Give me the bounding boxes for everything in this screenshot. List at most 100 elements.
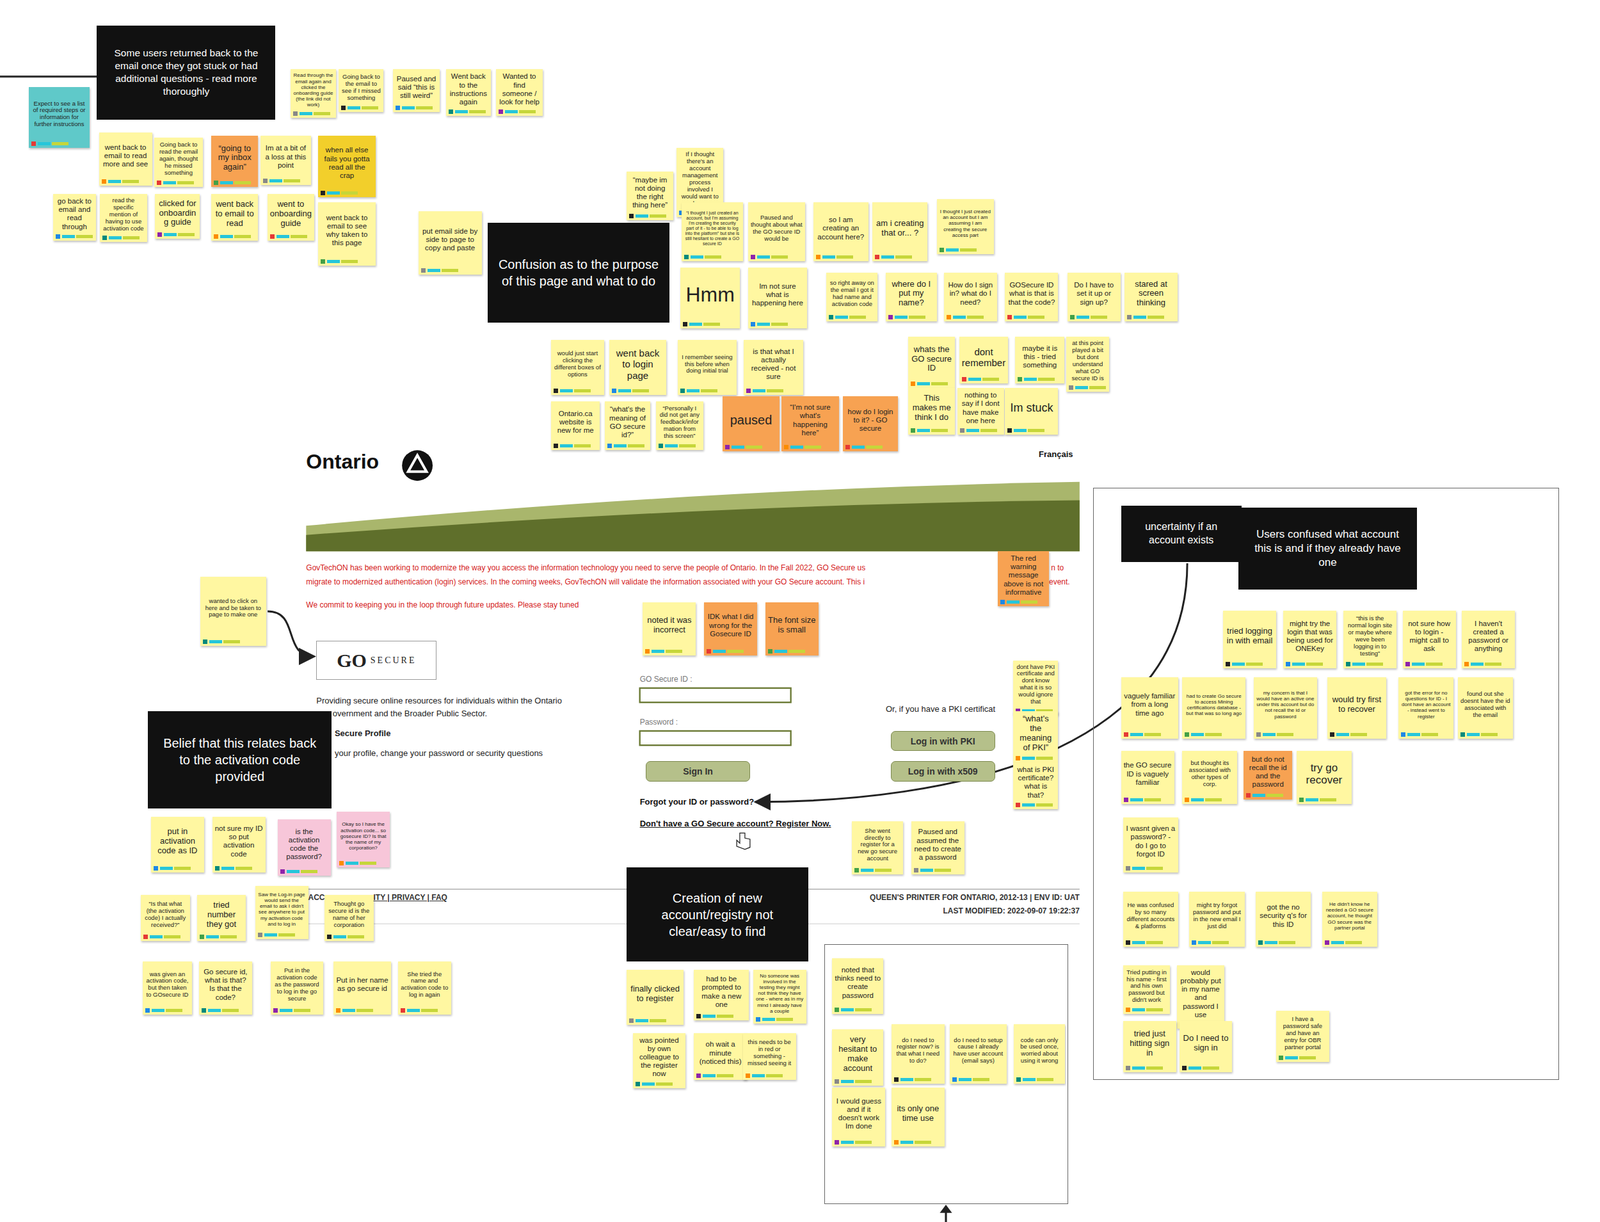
tag-square bbox=[845, 444, 850, 450]
tag-square bbox=[263, 178, 268, 184]
sticky-note: She tried the name and activation code t… bbox=[398, 961, 452, 1015]
tag-square bbox=[273, 1008, 278, 1013]
tag-square bbox=[913, 867, 919, 873]
tag-square bbox=[143, 934, 148, 939]
tag-bar bbox=[952, 315, 966, 319]
tag-bar bbox=[874, 868, 892, 872]
tag-bar bbox=[347, 106, 361, 110]
note-text: whats the GO secure ID bbox=[910, 344, 953, 374]
page-text: Secure Profile bbox=[334, 728, 391, 739]
tag-bar bbox=[664, 444, 678, 448]
tag-bar bbox=[220, 181, 233, 185]
link-text: Forgot your ID or password? bbox=[640, 796, 754, 807]
tag-bar bbox=[1466, 732, 1480, 736]
note-text: was pointed by own colleague to the regi… bbox=[635, 1036, 684, 1079]
tag-bar bbox=[441, 268, 459, 272]
note-text: maybe it is this - tried something bbox=[1017, 344, 1062, 370]
tag-square bbox=[696, 1013, 701, 1019]
tag-square bbox=[834, 1079, 840, 1084]
sticky-note: wanted to click on here and be taken to … bbox=[200, 576, 267, 646]
sticky-note: Hmm bbox=[680, 267, 740, 329]
tag-bar bbox=[469, 110, 486, 114]
warning-text: GovTechON has been working to modernize … bbox=[305, 563, 866, 573]
tag-bar bbox=[1147, 315, 1165, 319]
note-text: oh wait a minute (noticed this) bbox=[696, 1040, 745, 1066]
note-text: at this point played a bit but dont unde… bbox=[1068, 339, 1107, 383]
tag-bar bbox=[313, 112, 331, 116]
group-frame: uncertainty if an account existsUsers co… bbox=[1093, 487, 1560, 1080]
tag-square bbox=[961, 376, 967, 382]
sticky-note: I would guess and if it doesn't work Im … bbox=[832, 1087, 886, 1147]
tag-bar bbox=[704, 255, 722, 259]
sticky-note: nothing to say if I dont have make one h… bbox=[957, 387, 1005, 435]
page-text: Don't have a GO Secure account? Register… bbox=[640, 818, 845, 829]
tag-bar bbox=[222, 1008, 239, 1012]
tag-square bbox=[635, 1081, 640, 1087]
logo-box: GOSECURE bbox=[316, 640, 437, 680]
tag-bar bbox=[1205, 732, 1222, 736]
tag-bar bbox=[968, 377, 982, 381]
tag-bar bbox=[649, 1018, 667, 1023]
sticky-note: Do I have to set it up or sign up? bbox=[1067, 272, 1121, 322]
tag-bar bbox=[455, 110, 468, 114]
tag-bar bbox=[290, 234, 308, 239]
note-text: put in activation code as ID bbox=[153, 826, 202, 856]
tag-bar bbox=[1345, 940, 1362, 944]
page-text: your profile, change your password or se… bbox=[334, 748, 543, 759]
callout-box-text: Creation of new account/registry not cle… bbox=[635, 889, 800, 940]
sticky-note: what is PKI certificate? what is that? bbox=[1013, 762, 1058, 809]
sticky-note: Ontario.ca website is new for me bbox=[551, 401, 601, 451]
tag-bar bbox=[1036, 756, 1053, 760]
note-text: Im at a bit of a loss at this point bbox=[263, 144, 310, 170]
tag-bar bbox=[1278, 940, 1296, 944]
tag-square bbox=[611, 388, 617, 393]
tag-bar bbox=[1480, 732, 1498, 736]
note-text: so I am creating an account here? bbox=[816, 215, 866, 242]
note-text: I wasnt given a password? - do I go to f… bbox=[1125, 824, 1176, 859]
tag-bar bbox=[220, 234, 233, 239]
tag-square bbox=[448, 109, 454, 114]
tag-square bbox=[102, 235, 107, 240]
tag-bar bbox=[1252, 793, 1266, 797]
tag-bar bbox=[788, 649, 806, 653]
tag-bar bbox=[651, 649, 665, 653]
tag-bar bbox=[1246, 662, 1263, 666]
tag-bar bbox=[1411, 662, 1425, 666]
tag-bar bbox=[1264, 940, 1278, 944]
sticky-note: had to be prompted to make a new one bbox=[693, 969, 749, 1021]
tag-bar bbox=[774, 649, 788, 653]
tag-bar bbox=[504, 110, 518, 114]
note-text: got the error for no questions for ID - … bbox=[1400, 689, 1451, 720]
note-text: “this is the normal login site or maybe … bbox=[1345, 615, 1394, 658]
tag-bar bbox=[702, 1073, 716, 1078]
tag-bar bbox=[914, 1077, 932, 1081]
tag-bar bbox=[1027, 428, 1045, 432]
tag-square bbox=[1258, 940, 1263, 945]
banner-light bbox=[305, 481, 1080, 552]
sticky-note: “this is the normal login site or maybe … bbox=[1343, 610, 1397, 668]
tag-square bbox=[339, 860, 344, 866]
tag-bar bbox=[679, 444, 696, 448]
tag-square bbox=[1125, 1065, 1131, 1071]
tag-square bbox=[553, 443, 559, 448]
sticky-note: “going to my inbox again” bbox=[211, 135, 258, 187]
tag-bar bbox=[835, 315, 848, 319]
note-text: went back to email to see why taken to t… bbox=[320, 213, 373, 248]
note-text: paused bbox=[730, 412, 773, 428]
tag-square bbox=[768, 648, 773, 654]
sticky-note: would probably put in my name and passwo… bbox=[1176, 965, 1224, 1029]
tag-bar bbox=[149, 935, 163, 939]
tag-bar bbox=[1132, 1008, 1145, 1012]
tag-bar bbox=[900, 1140, 914, 1144]
sticky-note: Okay so I have the activation code... so… bbox=[336, 811, 390, 868]
callout-box: Confusion as to the purpose of this page… bbox=[487, 222, 670, 323]
tag-square bbox=[320, 190, 326, 196]
tag-square bbox=[658, 443, 664, 448]
tag-bar bbox=[108, 179, 121, 184]
note-text: Going back to read the email again, thou… bbox=[156, 141, 201, 177]
tag-bar bbox=[860, 868, 874, 872]
footer-text: LAST MODIFIED: 2022-09-07 19:22:37 bbox=[942, 906, 1080, 916]
tag-bar bbox=[855, 1079, 872, 1083]
note-text: “Personally I did not get any feedback/i… bbox=[658, 405, 701, 441]
tag-bar bbox=[163, 232, 177, 237]
